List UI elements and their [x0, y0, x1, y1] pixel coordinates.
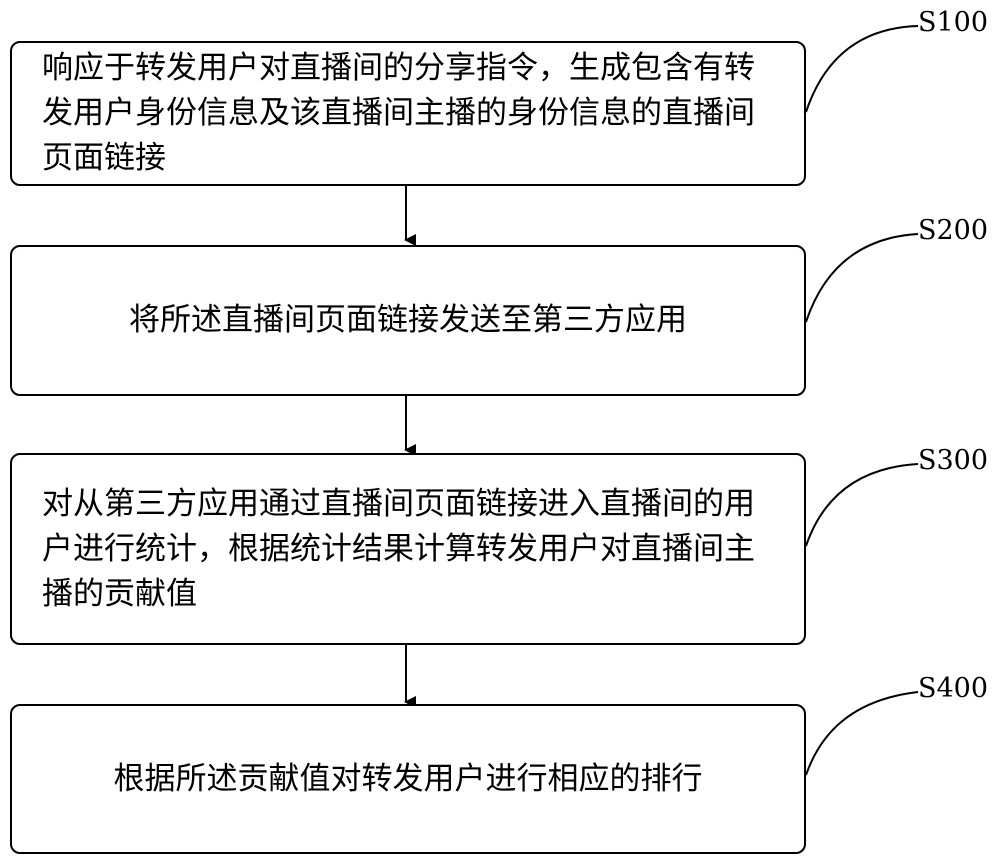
step-label-s400: S400 — [918, 673, 989, 704]
step-label-s300: S300 — [918, 445, 989, 476]
step-box-s100: 响应于转发用户对直播间的分享指令，生成包含有转发用户身份信息及该直播间主播的身份… — [10, 41, 806, 186]
leader-line-s100 — [805, 25, 919, 113]
step-box-s200: 将所述直播间页面链接发送至第三方应用 — [10, 245, 806, 396]
leader-line-s400 — [805, 691, 919, 776]
step-label-s200: S200 — [918, 215, 989, 246]
step-text-s300: 对从第三方应用通过直播间页面链接进入直播间的用户进行统计，根据统计结果计算转发用… — [42, 485, 755, 612]
step-text-s200: 将所述直播间页面链接发送至第三方应用 — [129, 302, 687, 338]
step-text-s400: 根据所述贡献值对转发用户进行相应的排行 — [113, 760, 703, 797]
leader-line-s200 — [805, 233, 919, 323]
leader-line-s300 — [805, 463, 919, 547]
step-label-s100: S100 — [918, 7, 989, 38]
step-text-s100: 响应于转发用户对直播间的分享指令，生成包含有转发用户身份信息及该直播间主播的身份… — [42, 50, 755, 176]
step-box-s300: 对从第三方应用通过直播间页面链接进入直播间的用户进行统计，根据统计结果计算转发用… — [10, 453, 806, 645]
step-box-s400: 根据所述贡献值对转发用户进行相应的排行 — [10, 704, 806, 854]
